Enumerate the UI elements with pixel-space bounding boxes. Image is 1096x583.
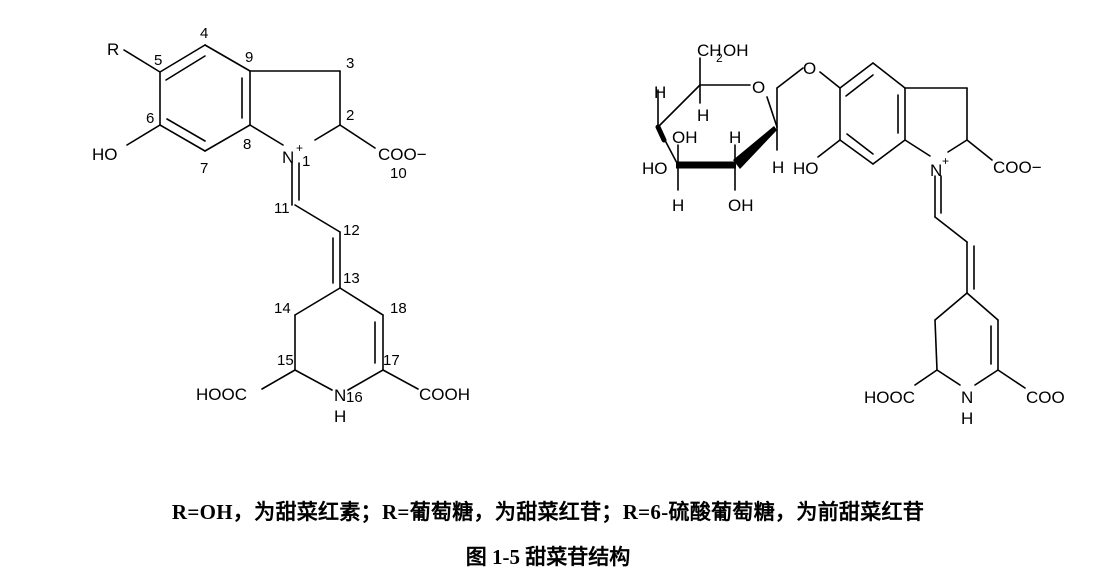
- atom-number-5: 5: [154, 52, 162, 69]
- atom-number-9: 9: [245, 49, 253, 66]
- ring-oxygen-label: O: [752, 78, 765, 97]
- carboxylate-label: COO−: [378, 145, 427, 164]
- atom-number-12: 12: [343, 222, 360, 239]
- h-label: H: [672, 196, 684, 215]
- positive-charge: +: [942, 154, 949, 168]
- h-label: H: [729, 128, 741, 147]
- positive-charge: +: [296, 141, 303, 155]
- r-group-label: R: [107, 40, 119, 59]
- atom-number-18: 18: [390, 300, 407, 317]
- nitrogen-cation-label: N: [282, 148, 294, 167]
- ch2oh-ch-label: CH: [697, 41, 722, 60]
- glycosidic-oxygen-label: O: [803, 59, 816, 78]
- amine-n-label: N: [961, 388, 973, 407]
- h-label: H: [697, 106, 709, 125]
- atom-number-13: 13: [343, 270, 360, 287]
- carboxylate-label: COO−: [993, 158, 1042, 177]
- figure-title: 图 1-5 甜菜苷结构: [465, 545, 631, 569]
- atom-number-4: 4: [200, 25, 208, 42]
- cooh-label: COOH: [419, 385, 470, 404]
- nitrogen-cation-label: N: [930, 161, 942, 180]
- left-betalain-structure: R HO N + COO− HOOC N H COOH 1 2 3 4 5 6 …: [92, 25, 470, 426]
- ch2oh-subscript: 2: [716, 51, 723, 65]
- hooc-label: HOOC: [196, 385, 247, 404]
- amine-n-label: N: [334, 386, 346, 405]
- atom-number-10: 10: [390, 165, 407, 182]
- oh-label: OH: [728, 196, 754, 215]
- atom-number-11: 11: [274, 200, 290, 217]
- ho-label: HO: [642, 159, 668, 178]
- hydroxyl-label: HO: [92, 145, 118, 164]
- h-label: H: [654, 83, 666, 102]
- atom-number-6: 6: [146, 110, 154, 127]
- atom-number-2: 2: [346, 107, 354, 124]
- oh-label: OH: [672, 128, 698, 147]
- atom-number-1: 1: [302, 153, 310, 170]
- amine-h-label: H: [961, 409, 973, 428]
- ch2oh-oh-label: OH: [723, 41, 749, 60]
- atom-number-14: 14: [274, 300, 291, 317]
- right-betanin-structure: CH 2 OH O O H H OH H HO H OH H HO N + CO…: [642, 41, 1065, 428]
- h-label: H: [772, 158, 784, 177]
- figure-note: R=OH，为甜菜红素；R=葡萄糖，为甜菜红苷；R=6-硫酸葡萄糖，为前甜菜红苷: [171, 500, 925, 524]
- hydroxyl-label: HO: [793, 159, 819, 178]
- atom-number-8: 8: [243, 136, 251, 153]
- atom-number-17: 17: [383, 352, 400, 369]
- coo-label: COO: [1026, 388, 1065, 407]
- atom-number-3: 3: [346, 55, 354, 72]
- atom-number-7: 7: [200, 160, 208, 177]
- hooc-label: HOOC: [864, 388, 915, 407]
- atom-number-16: 16: [346, 389, 363, 406]
- atom-number-15: 15: [277, 352, 294, 369]
- amine-h-label: H: [334, 407, 346, 426]
